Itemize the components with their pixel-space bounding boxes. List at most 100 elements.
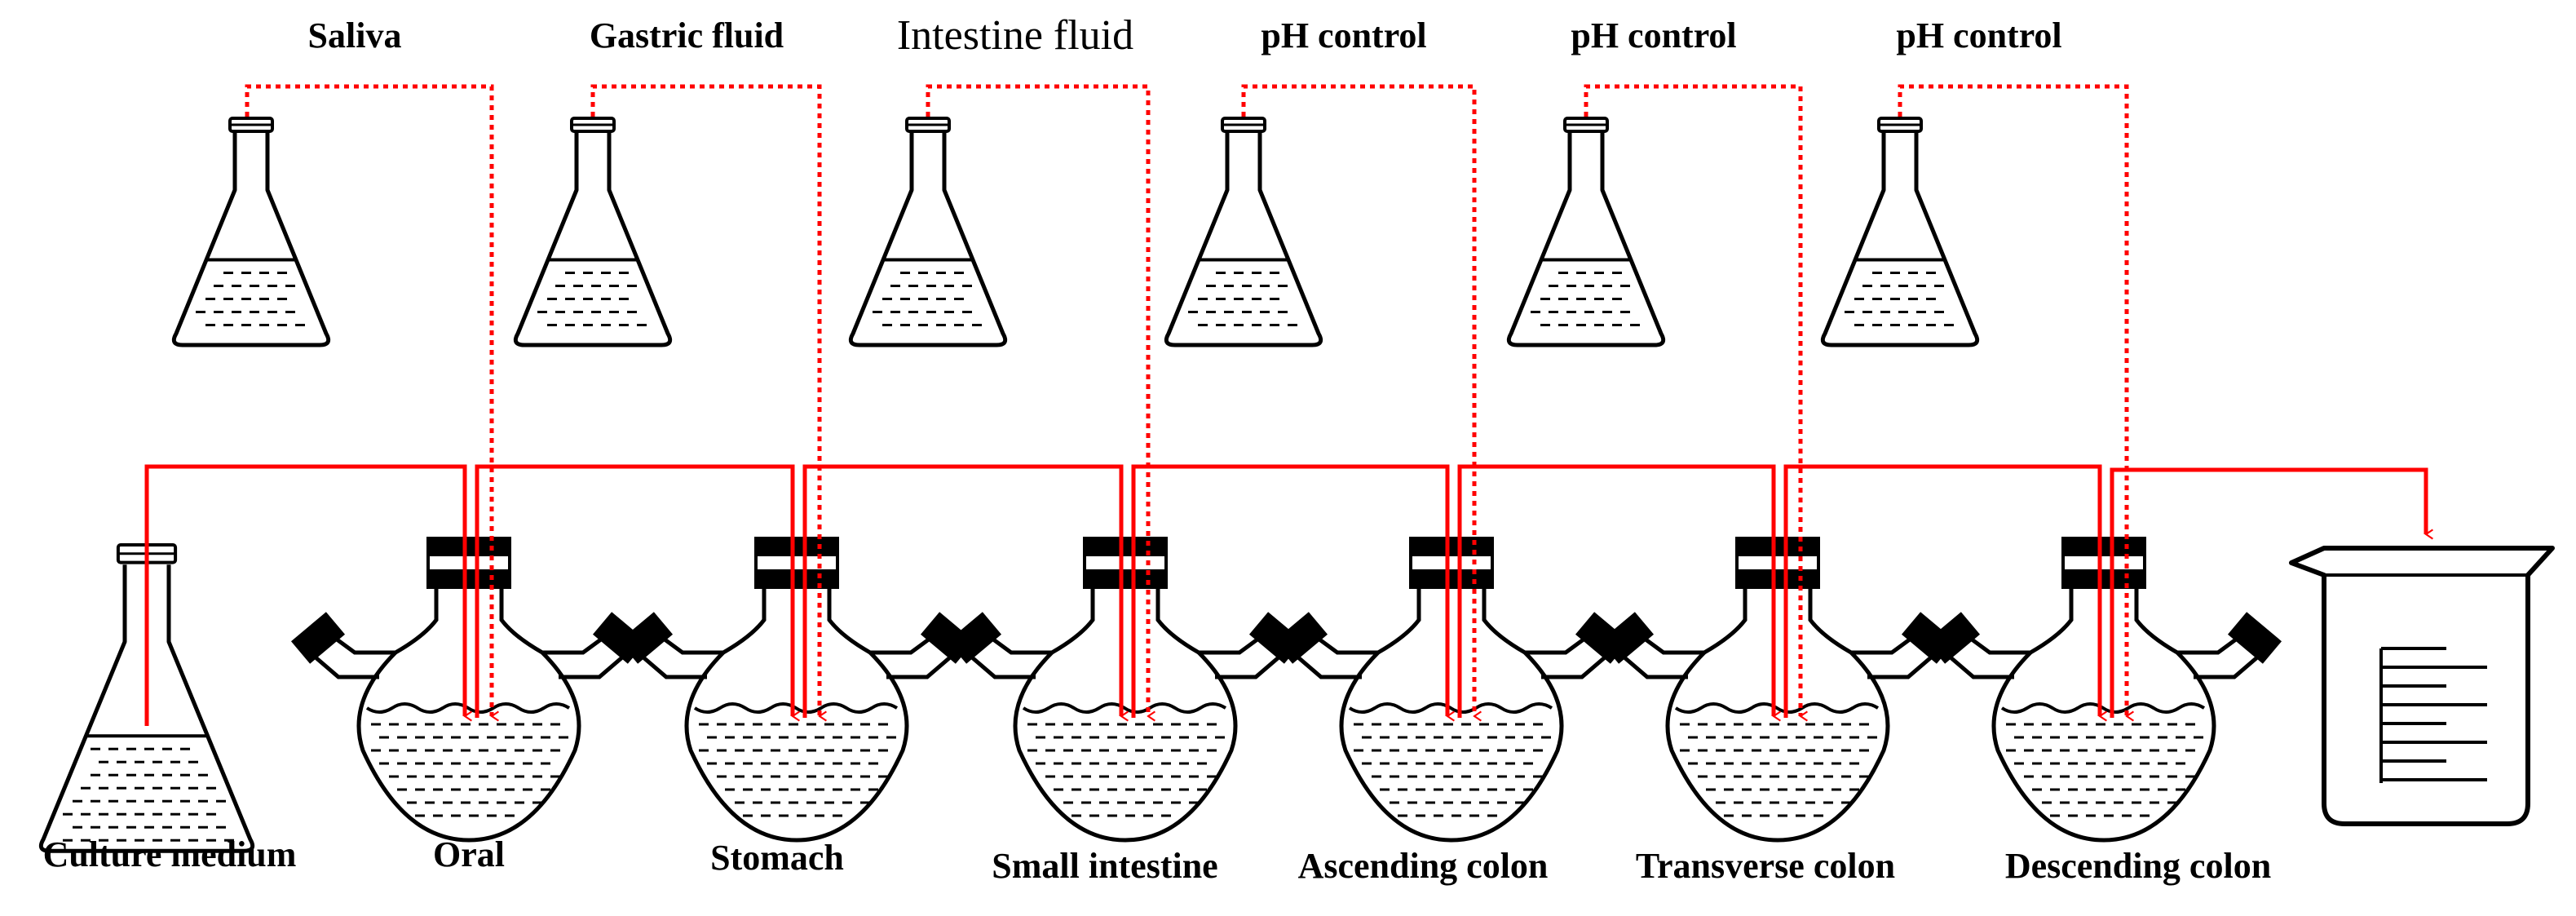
reactor-stomach-right-arm (870, 632, 952, 679)
reservoir-label-ph2: pH control (1571, 15, 1736, 55)
reactor-descending-colon-liquid (2006, 723, 2203, 817)
reactor-oral-liquid (371, 723, 568, 817)
reactor-ascending-colon-bowl (1339, 651, 1564, 843)
feed-line-gastric (590, 84, 820, 716)
transfer-line-ascending-colon-to-transverse-colon (1457, 464, 1774, 718)
reservoir-flask-ph3-liquid (1845, 272, 1954, 326)
reactor-ascending-colon-stopper-top (1411, 538, 1492, 556)
reactor-small-intestine-right-arm (1199, 632, 1280, 679)
stage-label-ascending-colon: Ascending colon (1298, 846, 1549, 886)
reservoir-feed-lines (245, 84, 2127, 716)
reactor-transverse-colon-bowl (1665, 651, 1890, 843)
reactor-descending-colon-left-cap (1925, 612, 1981, 664)
reservoir-flask-ph1-body (1164, 133, 1323, 347)
reactor-ascending-colon-right-arm (1525, 632, 1606, 679)
reservoir-flask-ph2-liquid (1531, 272, 1640, 326)
reactor-small-intestine-neck (1050, 587, 1200, 655)
reactor-stomach (618, 537, 975, 843)
reactor-oral-stopper-bottom (428, 569, 510, 587)
stage-label-stomach: Stomach (710, 838, 844, 878)
reactor-small-intestine-left-arm (970, 632, 1052, 679)
beaker-body (2289, 546, 2555, 826)
reactor-transverse-colon-left-arm (1623, 632, 1704, 679)
transfer-line-stomach-to-small-intestine (802, 464, 1121, 718)
reservoir-label-gastric: Gastric fluid (590, 15, 784, 55)
reservoir-flask-ph3 (1820, 117, 1980, 347)
reactor-transverse-colon-liquid-surface (1674, 702, 1880, 714)
reactor-ascending-colon-liquid (1354, 723, 1551, 817)
reactor-ascending-colon-stopper-bottom (1411, 569, 1492, 587)
reactor-stomach-left-cap (618, 612, 674, 664)
reservoir-flask-ph1 (1164, 117, 1323, 347)
stage-label-small-intestine: Small intestine (992, 846, 1217, 886)
reservoir-flask-saliva (171, 117, 331, 347)
reservoir-flask-intestine (848, 117, 1008, 347)
reactor-oral-left-arm (314, 632, 395, 679)
transfer-line-culture-to-oral (144, 464, 465, 726)
culture-medium-flask-liquid (63, 747, 234, 842)
reactor-transverse-colon-left-cap (1599, 612, 1655, 664)
reactor-ascending-colon-left-arm (1297, 632, 1378, 679)
reactor-small-intestine-stopper-bottom (1085, 569, 1166, 587)
reactor-small-intestine-liquid (1027, 723, 1225, 817)
reactor-oral-stopper-top (428, 538, 510, 556)
reactor-stomach-stopper-top (756, 538, 837, 556)
reactor-small-intestine-liquid-surface (1022, 702, 1227, 714)
stage-label-transverse-colon: Transverse colon (1636, 846, 1895, 886)
reactor-ascending-colon-neck (1376, 587, 1527, 655)
reactor-descending-colon-right-arm (2177, 632, 2259, 679)
transfer-line-transverse-colon-to-descending-colon (1783, 464, 2100, 718)
reactor-transverse-colon (1599, 537, 1956, 843)
culture-medium-flask-body (38, 564, 255, 853)
reservoir-flask-saliva-liquid (196, 272, 305, 326)
reservoir-flask-ph2 (1506, 117, 1666, 347)
feed-line-ph3 (1898, 84, 2127, 716)
reservoir-flask-gastric-body (513, 133, 673, 347)
reactor-transverse-colon-right-arm (1851, 632, 1933, 679)
reactor-small-intestine-bowl (1013, 651, 1238, 843)
reactor-descending-colon (1925, 537, 2282, 843)
reactor-small-intestine (947, 537, 1304, 843)
reactor-descending-colon-neck (2029, 587, 2179, 655)
reactor-descending-colon-stopper-top (2063, 538, 2145, 556)
reactor-small-intestine-left-cap (947, 612, 1002, 664)
reactor-oral-left-cap (290, 612, 346, 664)
reactor-transverse-colon-liquid (1680, 723, 1877, 817)
transfer-line-oral-to-stomach (475, 464, 793, 718)
reactor-stomach-stopper-bottom (756, 569, 837, 587)
reactor-descending-colon-left-arm (1949, 632, 2030, 679)
reactor-ascending-colon (1273, 537, 1630, 843)
reservoir-flask-ph2-body (1506, 133, 1666, 347)
reservoir-flask-intestine-body (848, 133, 1008, 347)
transfer-lines (144, 464, 2426, 726)
reactor-oral-bowl (356, 651, 581, 843)
reactor-stomach-bowl (684, 651, 909, 843)
reactor-oral (290, 537, 647, 843)
reactor-stomach-liquid (699, 723, 896, 817)
reservoir-label-saliva: Saliva (308, 15, 402, 55)
reservoir-flask-ph1-liquid (1188, 272, 1297, 326)
reservoir-label-intestine: Intestine fluid (897, 12, 1133, 59)
reactor-descending-colon-right-cap (2227, 612, 2282, 664)
reactor-oral-liquid-surface (365, 702, 571, 714)
transfer-line-small-intestine-to-ascending-colon (1131, 464, 1447, 718)
reactor-stomach-liquid-surface (693, 702, 899, 714)
stage-label-descending-colon: Descending colon (2005, 846, 2271, 886)
reactor-oral-neck (394, 587, 544, 655)
transfer-line-descending-to-beaker (2110, 467, 2426, 718)
reactor-descending-colon-stopper-bottom (2063, 569, 2145, 587)
reactor-transverse-colon-stopper-bottom (1737, 569, 1818, 587)
reservoir-flask-gastric-liquid (537, 272, 647, 326)
reservoir-flask-intestine-liquid (873, 272, 982, 326)
collection-beaker (2289, 546, 2555, 826)
reactor-small-intestine-stopper-top (1085, 538, 1166, 556)
reactor-descending-colon-bowl (1991, 651, 2216, 843)
feed-line-intestine (926, 84, 1148, 716)
reservoir-flask-gastric (513, 117, 673, 347)
reactor-transverse-colon-neck (1703, 587, 1853, 655)
culture-medium-flask (38, 543, 255, 853)
reactor-stomach-neck (722, 587, 872, 655)
reactor-ascending-colon-liquid-surface (1348, 702, 1553, 714)
reactor-transverse-colon-stopper-top (1737, 538, 1818, 556)
